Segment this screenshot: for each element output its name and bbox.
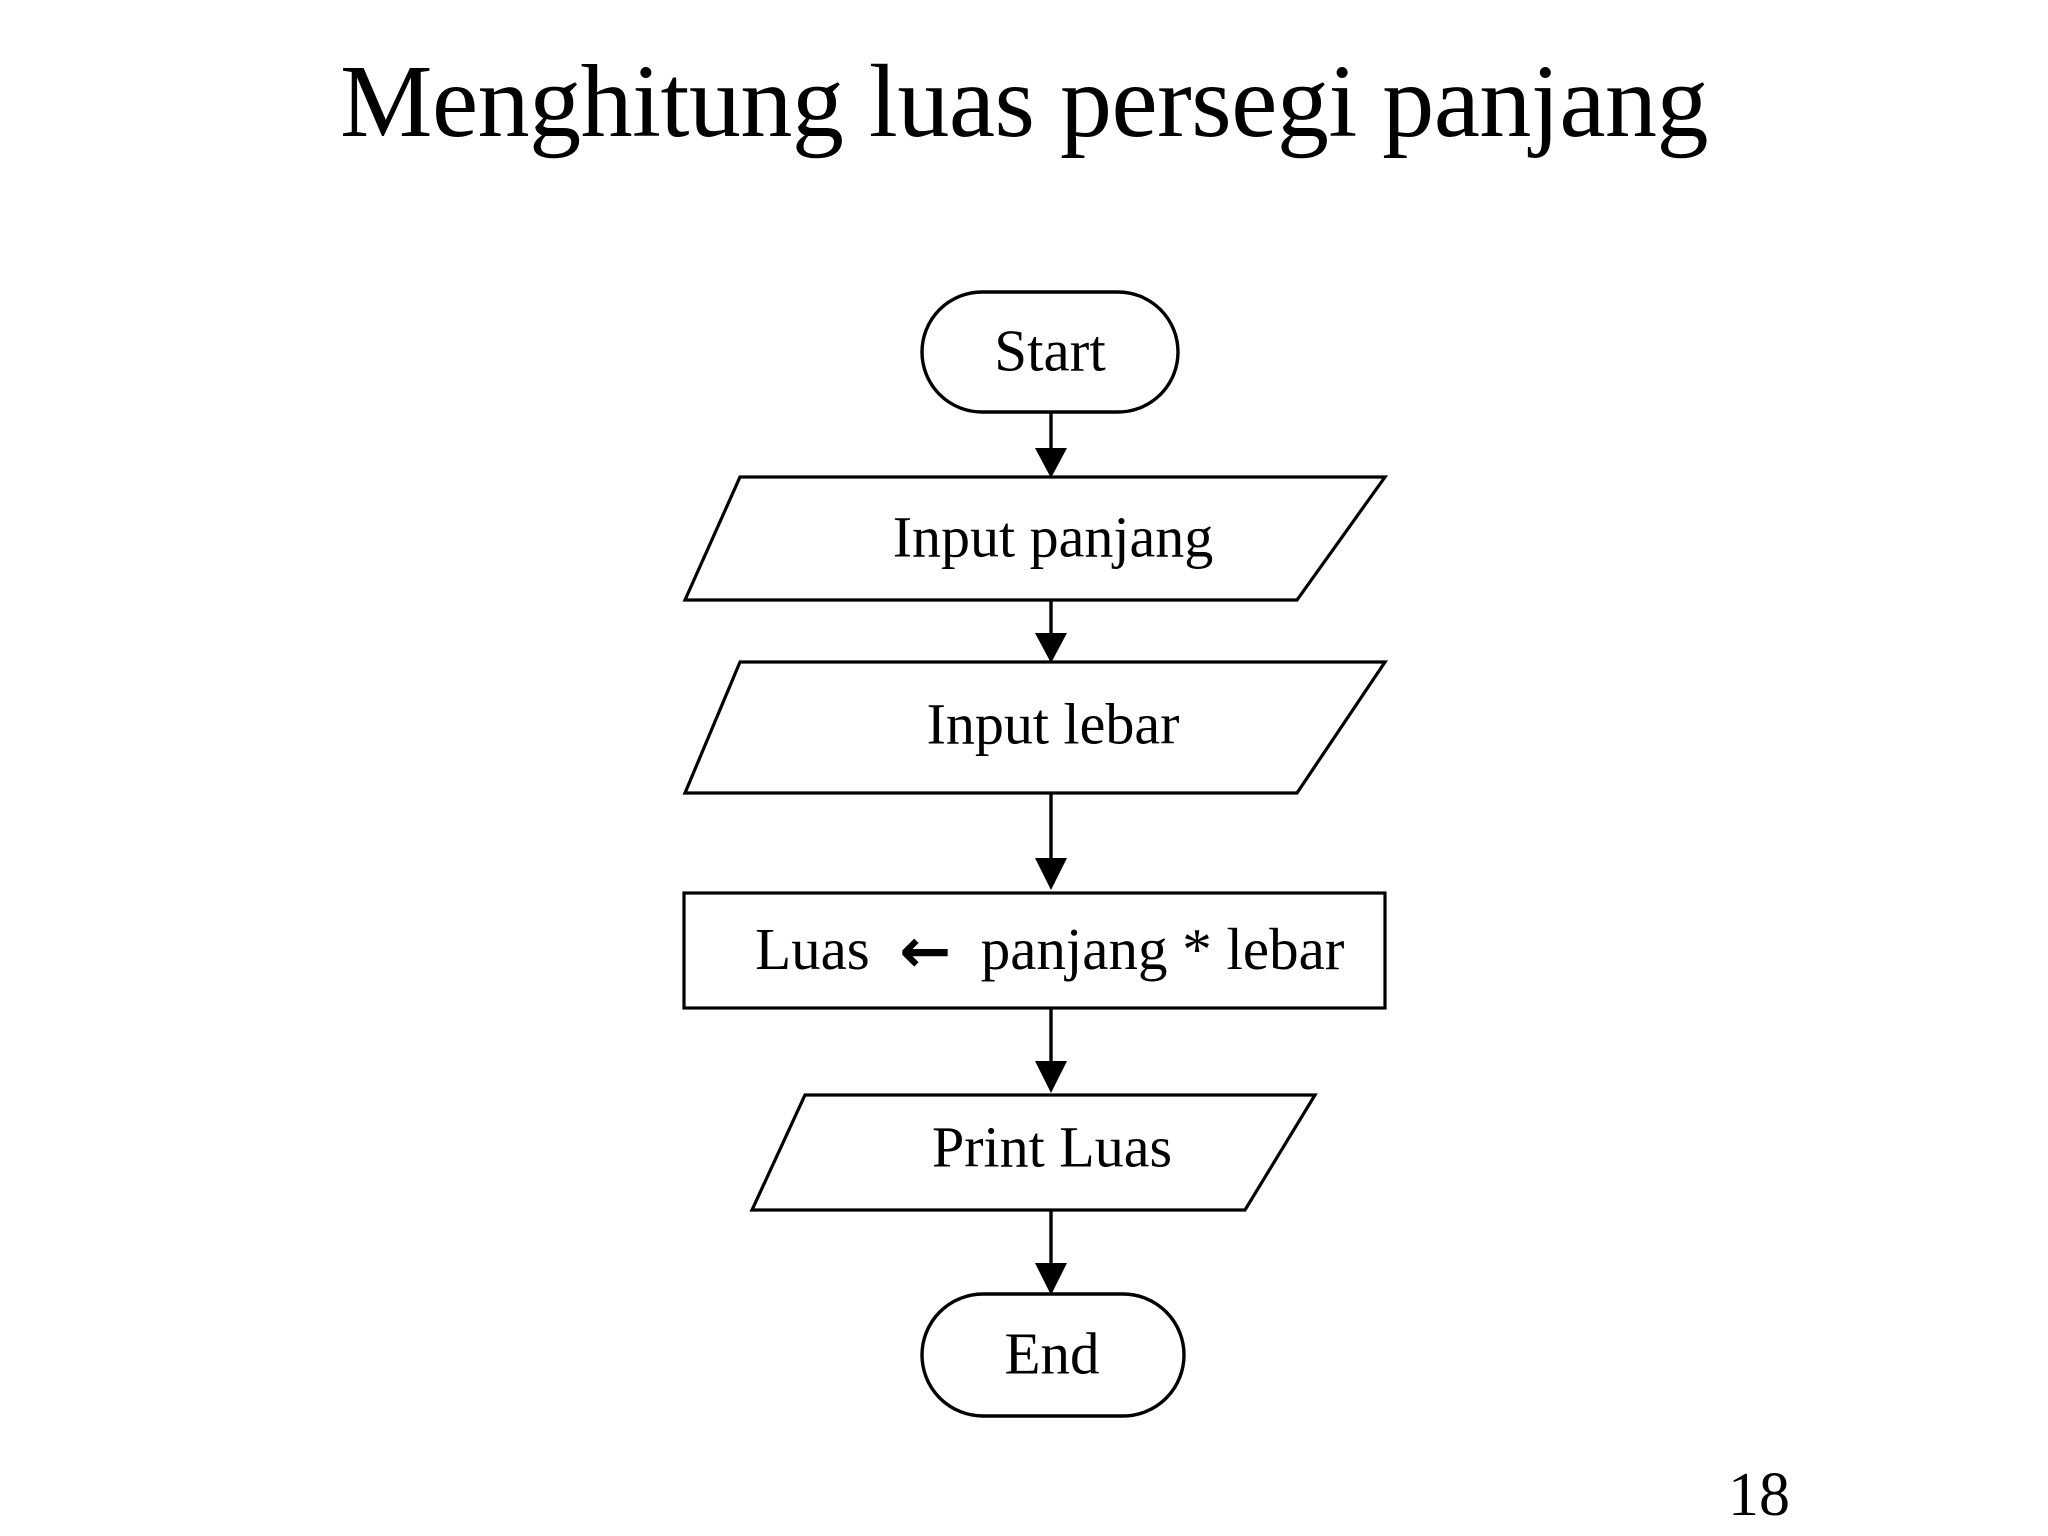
flow-node-print-luas[interactable]: Print Luas	[749, 1093, 1318, 1212]
arrowhead-down-icon	[1035, 633, 1067, 663]
flow-node-start[interactable]: Start	[920, 290, 1180, 414]
connector-input-lebar-to-process	[1035, 793, 1067, 890]
arrowhead-down-icon	[1035, 1263, 1067, 1295]
start-terminal-label: Start	[994, 318, 1106, 384]
flow-node-input-panjang[interactable]: Input panjang	[682, 475, 1389, 602]
flow-node-end[interactable]: End	[920, 1292, 1186, 1418]
arrowhead-down-icon	[1035, 448, 1067, 478]
process-luas-shape	[682, 891, 1387, 1010]
input-lebar-label: Input lebar	[927, 691, 1180, 756]
input-lebar-shape	[682, 660, 1389, 795]
process-luas-label: Luas ← panjang * lebar	[622, 914, 1447, 987]
end-terminal-shape	[920, 1292, 1186, 1418]
page-title: Menghitung luas persegi panjang	[340, 44, 1708, 159]
process-luas-rhs: panjang * lebar	[981, 916, 1345, 982]
connector-start-to-input-panjang	[1035, 412, 1067, 478]
flow-node-input-lebar[interactable]: Input lebar	[682, 660, 1389, 795]
connector-input-panjang-to-input-lebar	[1035, 600, 1067, 663]
assignment-arrow-icon: ←	[899, 914, 951, 987]
connector-process-to-print-luas	[1035, 1008, 1067, 1093]
print-luas-shape	[749, 1093, 1318, 1212]
arrowhead-down-icon	[1035, 858, 1067, 890]
process-luas-lhs: Luas	[755, 916, 870, 982]
page-number: 18	[1728, 1461, 1790, 1529]
input-panjang-label: Input panjang	[893, 504, 1214, 569]
print-luas-label: Print Luas	[932, 1114, 1172, 1179]
connector-print-luas-to-end	[1035, 1210, 1067, 1295]
arrowhead-down-icon	[1035, 1061, 1067, 1093]
end-terminal-label: End	[1004, 1321, 1099, 1387]
input-panjang-shape	[682, 475, 1389, 602]
flow-node-process-luas[interactable]: Luas ← panjang * lebar	[622, 891, 1447, 1010]
